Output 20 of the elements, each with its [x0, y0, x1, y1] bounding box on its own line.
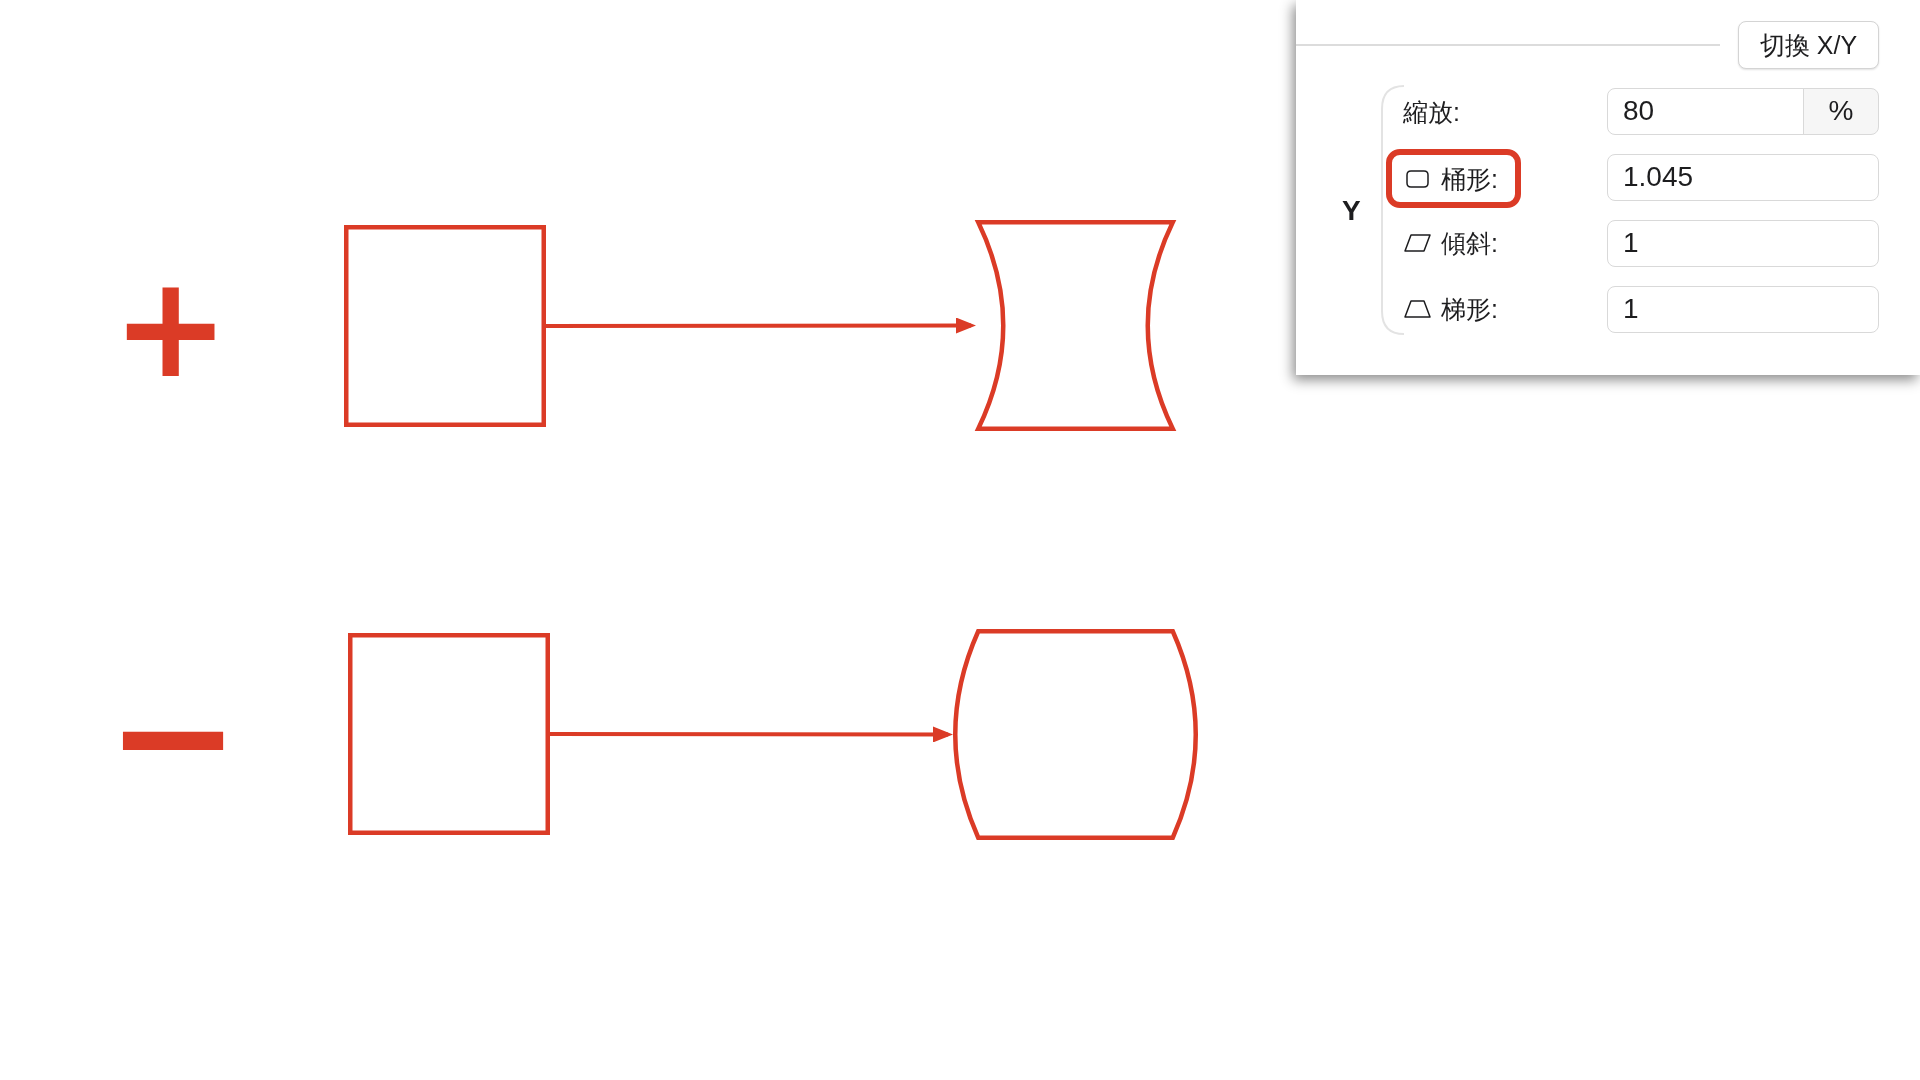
square-outline — [344, 225, 546, 427]
field-label: 桶形: — [1441, 163, 1498, 194]
field-label: 傾斜: — [1441, 228, 1498, 258]
field-label: 縮放: — [1403, 97, 1460, 127]
pincushion-outline — [976, 220, 1175, 431]
square-outline — [348, 633, 550, 835]
minus-sign: − — [106, 720, 241, 752]
highlight-frame — [1386, 149, 1521, 208]
plus-sign: + — [112, 275, 230, 380]
input-field: 1 — [1607, 220, 1879, 267]
toggle-button: 切換 X/Y — [1738, 21, 1879, 69]
field-label: 梯形: — [1441, 294, 1498, 324]
arrow — [546, 317, 976, 334]
axis-label: Y — [1342, 196, 1361, 226]
input-field: 1.045 — [1607, 154, 1879, 201]
barrel-outline — [953, 629, 1198, 840]
input-field: 80 — [1607, 88, 1805, 135]
unit-suffix: % — [1803, 88, 1879, 135]
input-field: 1 — [1607, 286, 1879, 333]
arrow — [550, 726, 953, 743]
